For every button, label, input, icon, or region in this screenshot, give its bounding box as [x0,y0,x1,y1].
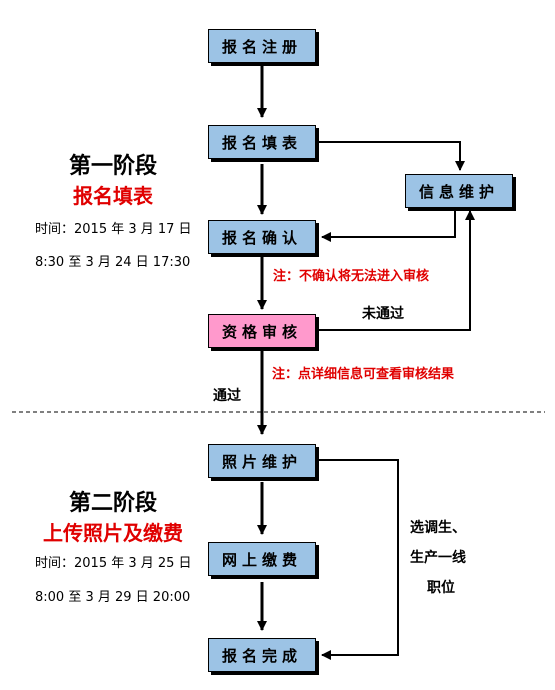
label-special-positions-3: 职位 [427,580,455,596]
arrow-review-to-info [317,210,475,331]
node-confirm: 报名确认 [208,220,316,254]
confirm-note: 注：不确认将无法进入审核 [273,269,430,284]
stage2-subtitle: 上传照片及缴费 [43,521,183,545]
label-special-positions-1: 选调生、 [410,520,466,536]
node-register: 报名注册 [208,29,316,63]
stage1-time-start: 时间：2015 年 3 月 17 日 [35,222,192,237]
node-complete: 报名完成 [208,638,316,672]
stage1-time-end: 8:30 至 3 月 24 日 17:30 [35,255,191,270]
node-photo-maintain: 照片维护 [208,444,316,478]
node-info-maintain: 信息维护 [405,174,513,208]
label-special-positions-2: 生产一线 [410,550,466,566]
stage2-time-start: 时间：2015 年 3 月 25 日 [35,556,192,571]
stage1-title: 第一阶段 [68,154,157,179]
arrow-photo-to-complete [317,459,399,660]
arrow-fill-to-info [317,141,465,171]
stage2-title: 第二阶段 [68,491,157,516]
review-note: 注：点详细信息可查看审核结果 [272,367,455,382]
node-fill-form: 报名填表 [208,125,316,159]
label-not-passed: 未通过 [362,306,404,322]
node-qualification-review: 资格审核 [208,314,316,348]
node-online-payment: 网上缴费 [208,542,316,576]
stage1-subtitle: 报名填表 [73,184,153,208]
label-passed: 通过 [213,388,241,404]
stage2-time-end: 8:00 至 3 月 29 日 20:00 [35,590,191,605]
arrow-info-to-confirm [321,208,456,242]
